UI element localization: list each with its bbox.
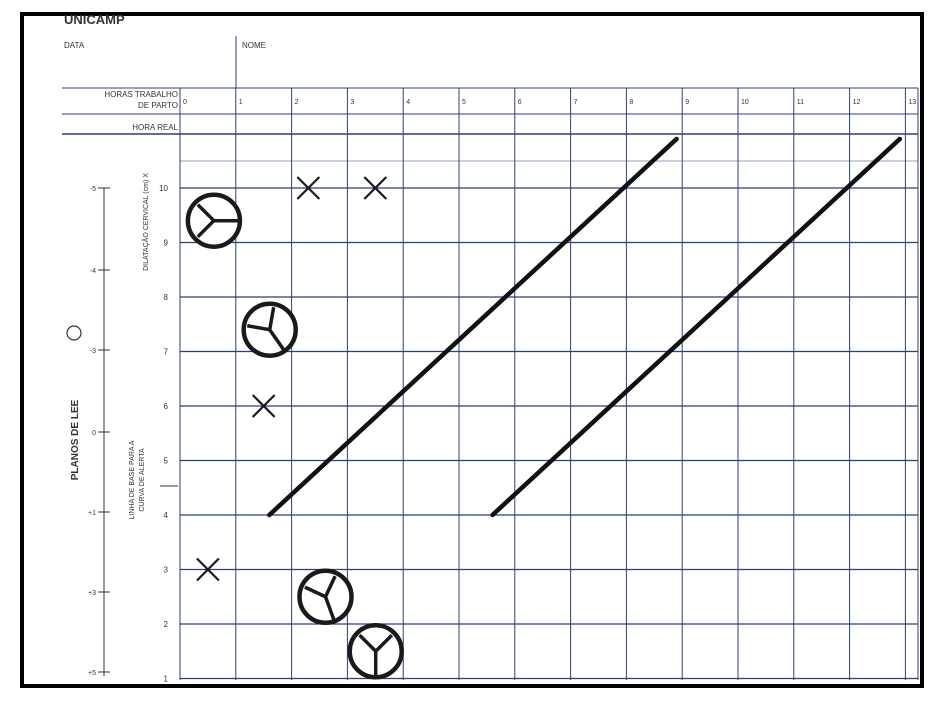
x-tick-label: 9 — [685, 99, 689, 106]
x-tick-label: 2 — [295, 99, 299, 106]
dilation-x-mark — [196, 557, 220, 582]
lee-tick-label: 0 — [92, 430, 96, 437]
x-stroke — [296, 176, 321, 200]
real-hour-label: HORA REAL — [132, 123, 178, 132]
lambda-stroke — [304, 585, 327, 599]
base-line-label-2: CURVA DE ALERTA — [139, 448, 146, 512]
lee-tick-label: +5 — [88, 670, 96, 677]
y-tick-label: 1 — [164, 675, 169, 684]
dilation-x-mark — [363, 176, 388, 200]
x-tick-label: 12 — [853, 99, 861, 106]
frame — [20, 12, 924, 688]
lambda-stroke — [196, 219, 216, 239]
base-line-label-1: LINHA DE BASE PARA A — [129, 440, 136, 519]
x-tick-label: 6 — [518, 99, 522, 106]
lee-tick-label: +3 — [88, 590, 96, 597]
lambda-sign — [196, 203, 238, 239]
lee-tick-label: +1 — [88, 510, 96, 517]
lambda-stroke — [358, 633, 377, 653]
lee-tick-label: -5 — [90, 186, 96, 193]
lambda-sign — [358, 633, 394, 676]
x-tick-label: 11 — [797, 99, 804, 106]
lambda-stroke — [196, 203, 216, 222]
y-axis-label: DILATAÇÃO CERVICAL (cm) X — [141, 173, 150, 271]
x-tick-label: 0 — [183, 99, 187, 106]
fetal-head-mark — [241, 301, 298, 358]
hours-label-1: HORAS TRABALHO — [104, 90, 178, 99]
hours-label-2: DE PARTO — [138, 101, 178, 110]
fetal-head-mark — [185, 192, 243, 249]
x-tick-label: 3 — [350, 99, 354, 106]
y-tick-label: 9 — [164, 239, 169, 248]
y-tick-label: 2 — [164, 620, 169, 629]
x-tick-label: 4 — [406, 99, 410, 106]
lee-open-circle — [66, 325, 82, 341]
x-tick-label: 7 — [574, 99, 578, 106]
lambda-stroke — [374, 633, 394, 653]
y-tick-label: 10 — [159, 184, 168, 193]
y-tick-label: 7 — [164, 348, 169, 357]
alert-line — [267, 136, 679, 518]
lambda-stroke — [268, 328, 285, 351]
x-tick-label: 5 — [462, 99, 466, 106]
y-tick-label: 3 — [164, 566, 169, 575]
action-line — [490, 136, 903, 518]
x-stroke — [363, 176, 388, 200]
y-tick-label: 5 — [164, 457, 169, 466]
x-tick-label: 13 — [908, 99, 916, 106]
x-stroke — [196, 557, 220, 582]
x-tick-label: 8 — [629, 99, 633, 106]
lambda-stroke — [246, 324, 271, 332]
y-tick-label: 4 — [164, 511, 169, 520]
logo-text: UNICAMP — [64, 12, 125, 27]
fetal-head-mark — [297, 568, 354, 625]
y-tick-label: 6 — [164, 402, 169, 411]
dilation-x-mark — [251, 394, 276, 418]
lee-label: PLANOS DE LEE — [70, 399, 81, 480]
lambda-stroke — [323, 596, 336, 620]
lee-tick-label: -4 — [90, 268, 96, 275]
x-stroke — [251, 394, 276, 418]
lambda-stroke — [267, 306, 276, 331]
lambda-sign — [246, 306, 285, 351]
lambda-sign — [304, 575, 337, 620]
name-label: NOME — [242, 41, 266, 50]
date-label: DATA — [64, 41, 85, 50]
dilation-x-mark — [296, 176, 321, 200]
x-tick-label: 10 — [741, 99, 749, 106]
fetal-head-mark — [347, 623, 404, 680]
y-tick-label: 8 — [164, 293, 169, 302]
x-tick-label: 1 — [239, 99, 243, 106]
lambda-stroke — [323, 575, 337, 598]
lee-tick-label: -3 — [90, 348, 96, 355]
